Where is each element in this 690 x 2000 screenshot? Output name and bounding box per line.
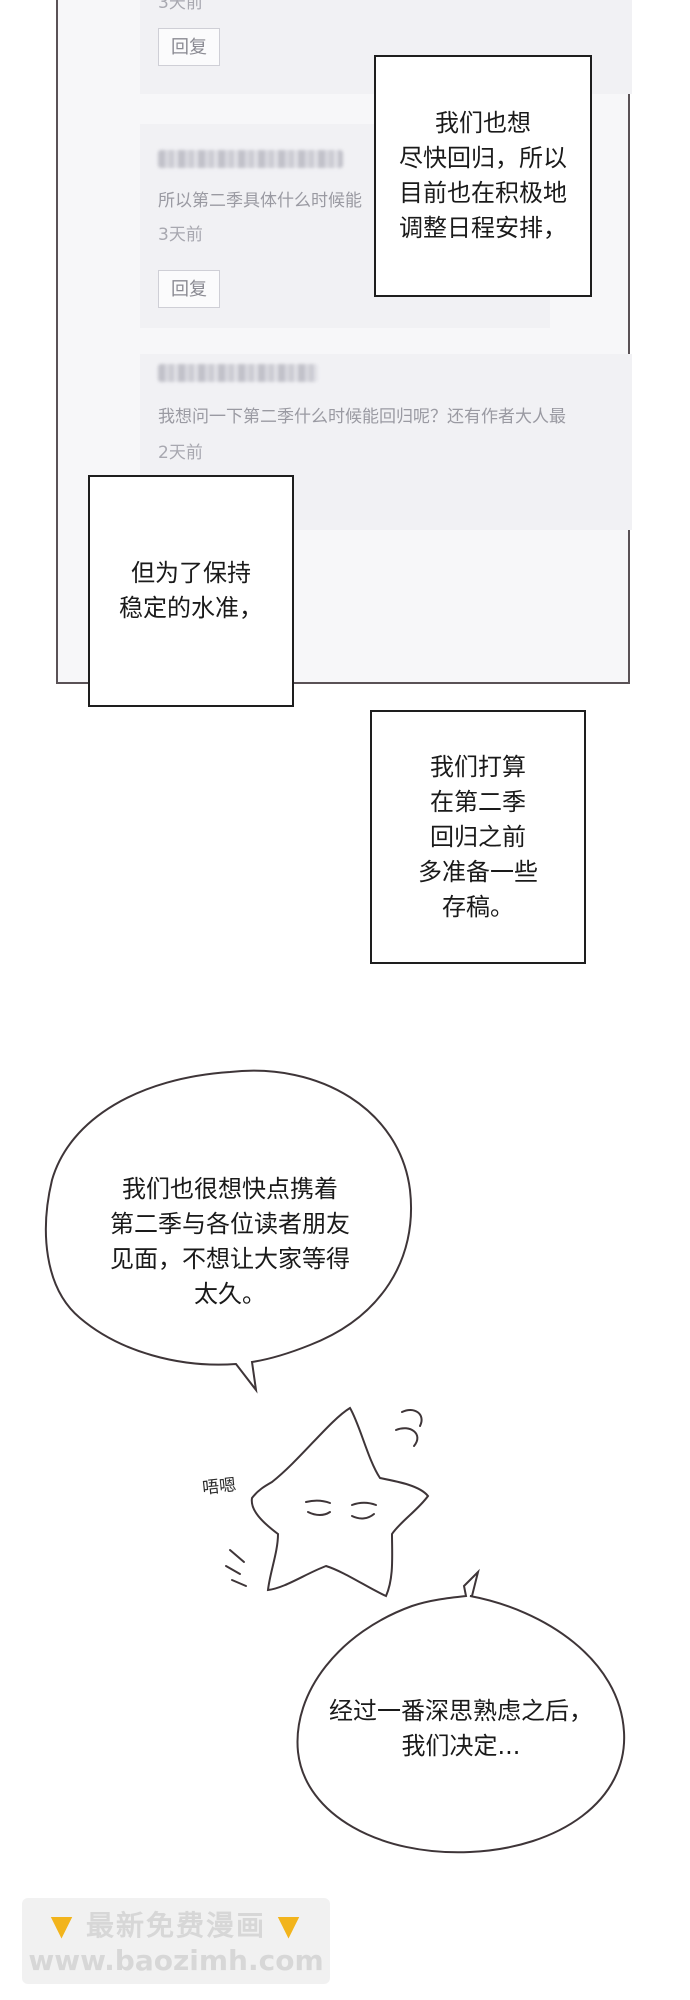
comment-text: 我想问一下第二季什么时候能回归呢？还有作者大人最: [158, 407, 566, 427]
caption-text: 我们打算 在第二季 回归之前 多准备一些 存稿。: [418, 752, 538, 921]
comment-time: 3天前: [158, 225, 203, 245]
reply-button[interactable]: 回复: [158, 270, 220, 308]
comment-time: 2天前: [158, 443, 203, 463]
star-character: [225, 1406, 430, 1598]
comment-text: 所以第二季具体什么时候能: [158, 191, 362, 211]
watermark-line1: ▼ 最新免费漫画 ▼: [22, 1904, 330, 1944]
comment-item: 3天前 回复: [140, 0, 632, 94]
speech-bubble-text: 我们也很想快点携着 第二季与各位读者朋友 见面，不想让大家等得 太久。: [110, 1175, 350, 1308]
sound-effect-text: 唔嗯: [201, 1475, 238, 1499]
speech-bubble: [296, 1568, 626, 1854]
caption-text: 但为了保持 稳定的水准，: [119, 559, 263, 622]
watermark: ▼ 最新免费漫画 ▼ www.baozimh.com: [22, 1898, 330, 1984]
caption-box: 我们也想 尽快回归，所以 目前也在积极地 调整日程安排，: [374, 55, 592, 297]
watermark-title: 最新免费漫画: [85, 1909, 266, 1942]
pointing-down-hand-icon: ▼: [50, 1909, 75, 1942]
pointing-down-hand-icon: ▼: [277, 1909, 302, 1942]
speech-bubble-text: 经过一番深思熟虑之后， 我们决定...: [329, 1697, 593, 1760]
speech-bubble: [44, 1069, 412, 1394]
blurred-username: [158, 150, 343, 168]
caption-text: 我们也想 尽快回归，所以 目前也在积极地 调整日程安排，: [399, 109, 567, 242]
caption-box: 但为了保持 稳定的水准，: [88, 475, 294, 707]
blurred-username: [158, 364, 318, 382]
reply-button[interactable]: 回复: [158, 28, 220, 66]
comment-time: 3天前: [158, 0, 203, 13]
watermark-url[interactable]: www.baozimh.com: [28, 1944, 324, 1977]
caption-box: 我们打算 在第二季 回归之前 多准备一些 存稿。: [370, 710, 586, 964]
